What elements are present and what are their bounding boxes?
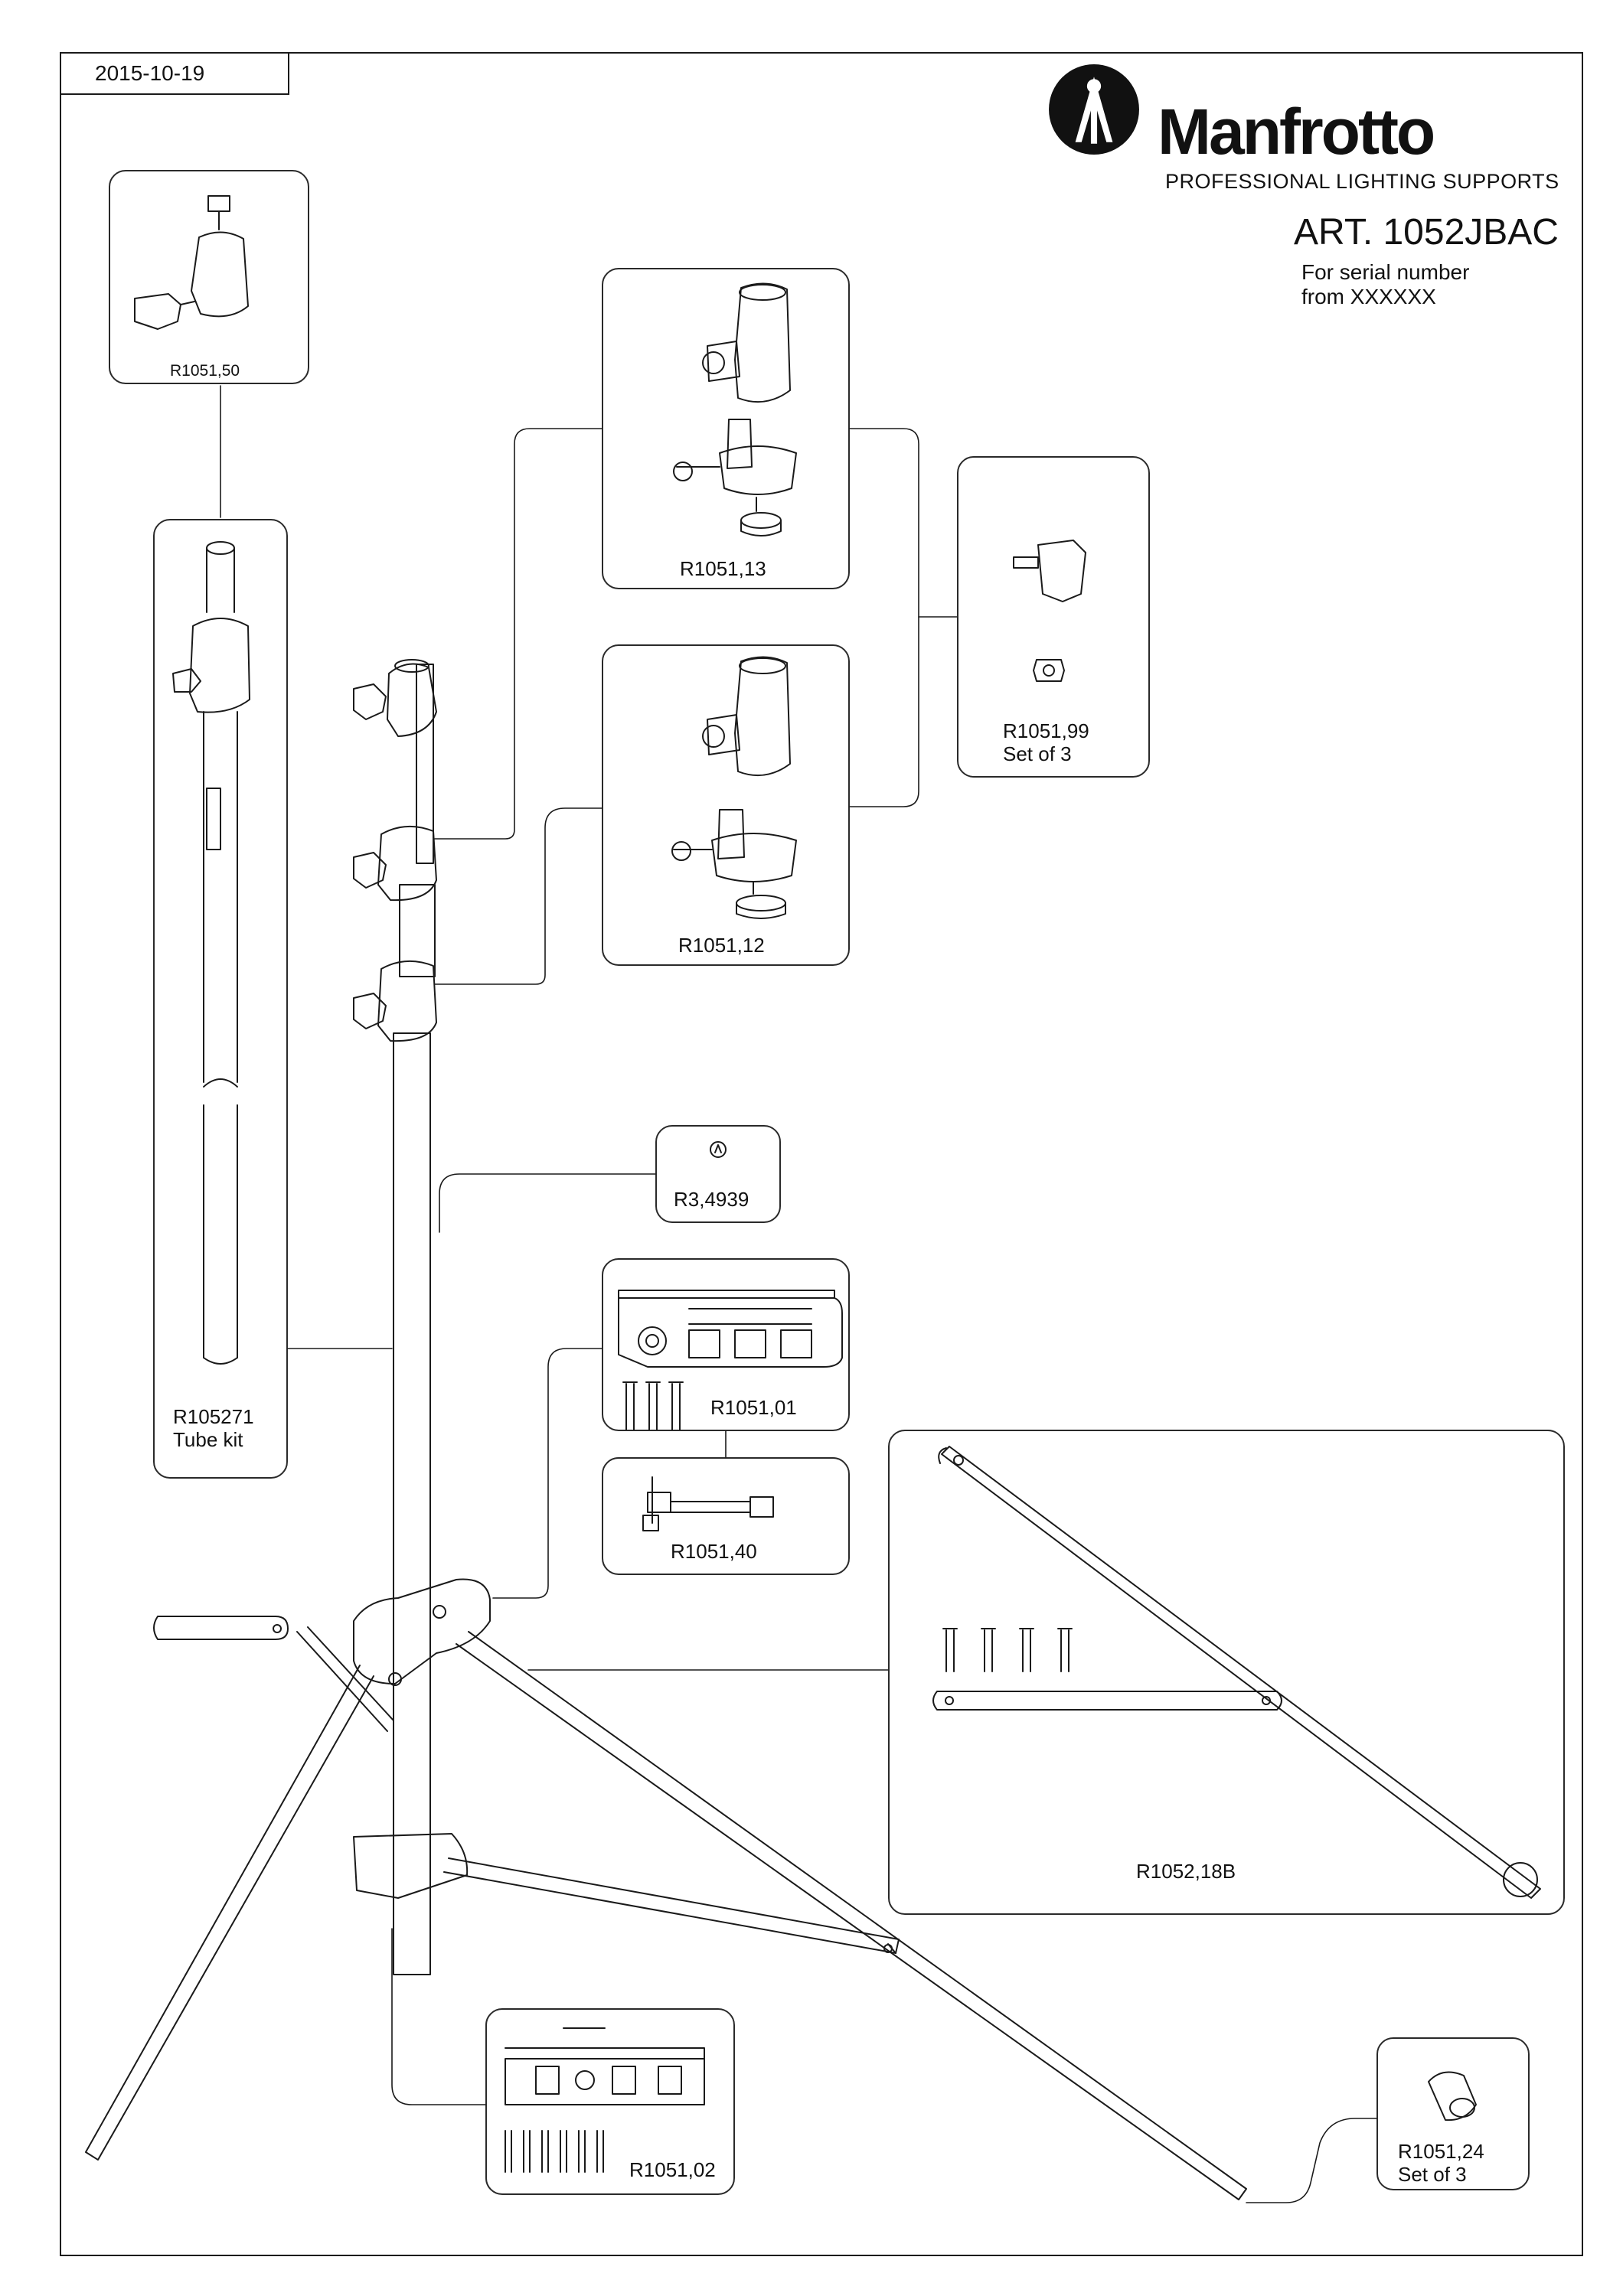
- part-panel-r1051-13[interactable]: [602, 268, 850, 589]
- part-r1051-24-drawing: [1428, 2071, 1477, 2122]
- part-r1051-50-drawing: [134, 195, 249, 330]
- part-panel-r1051-12[interactable]: [602, 644, 850, 966]
- serial-line-2: from XXXXXX: [1301, 285, 1436, 308]
- page-frame: [60, 52, 1583, 2256]
- part-r1051-02-drawing: [505, 2027, 705, 2173]
- part-label-r1051-01: R1051,01: [710, 1396, 797, 1419]
- part-label-r1051-12: R1051,12: [678, 934, 765, 957]
- serial-line-1: For serial number: [1301, 260, 1470, 284]
- part-r1051-40-drawing: [642, 1476, 774, 1531]
- part-r105271-drawing: [172, 541, 250, 1365]
- part-label-r1051-13: R1051,13: [680, 557, 766, 580]
- part-label-r3-4939: R3,4939: [674, 1188, 749, 1211]
- part-r1051-01-drawing: [618, 1290, 843, 1430]
- serial-note: For serial number from XXXXXX: [1301, 260, 1469, 309]
- leader-lines: [220, 385, 1377, 2203]
- part-r1051-99-drawing: [1013, 540, 1086, 682]
- part-label-r1051-50: R1051,50: [170, 362, 240, 380]
- part-r1052-18b-drawing: [932, 1446, 1541, 1899]
- stand-base: [85, 1578, 1247, 2200]
- manfrotto-logo-icon: [1049, 64, 1139, 155]
- part-label-r1051-99: R1051,99 Set of 3: [1003, 719, 1089, 765]
- brand-name: Manfrotto: [1158, 96, 1435, 168]
- part-label-r1051-02: R1051,02: [629, 2158, 716, 2181]
- part-r1051-13-drawing: [673, 282, 797, 536]
- part-panel-r1052-18b[interactable]: [888, 1430, 1565, 1915]
- part-r1051-12-drawing: [671, 656, 797, 919]
- part-panel-r1051-02[interactable]: [485, 2008, 735, 2195]
- part-panel-r1051-99[interactable]: [957, 456, 1150, 778]
- stand-column: [353, 659, 437, 1975]
- part-label-r1051-40: R1051,40: [671, 1540, 757, 1563]
- part-label-r1051-24: R1051,24 Set of 3: [1398, 2140, 1484, 2186]
- date-stamp: 2015-10-19: [60, 52, 289, 95]
- part-panel-r105271[interactable]: [153, 519, 288, 1479]
- part-panel-r1051-01[interactable]: [602, 1258, 850, 1431]
- part-label-r105271: R105271 Tube kit: [173, 1405, 254, 1451]
- article-title: ART. 1052JBAC: [1294, 212, 1559, 253]
- part-label-r1052-18b: R1052,18B: [1136, 1860, 1236, 1883]
- part-r3-4939-drawing: [710, 1141, 727, 1158]
- brand-tagline: PROFESSIONAL LIGHTING SUPPORTS: [1165, 170, 1559, 193]
